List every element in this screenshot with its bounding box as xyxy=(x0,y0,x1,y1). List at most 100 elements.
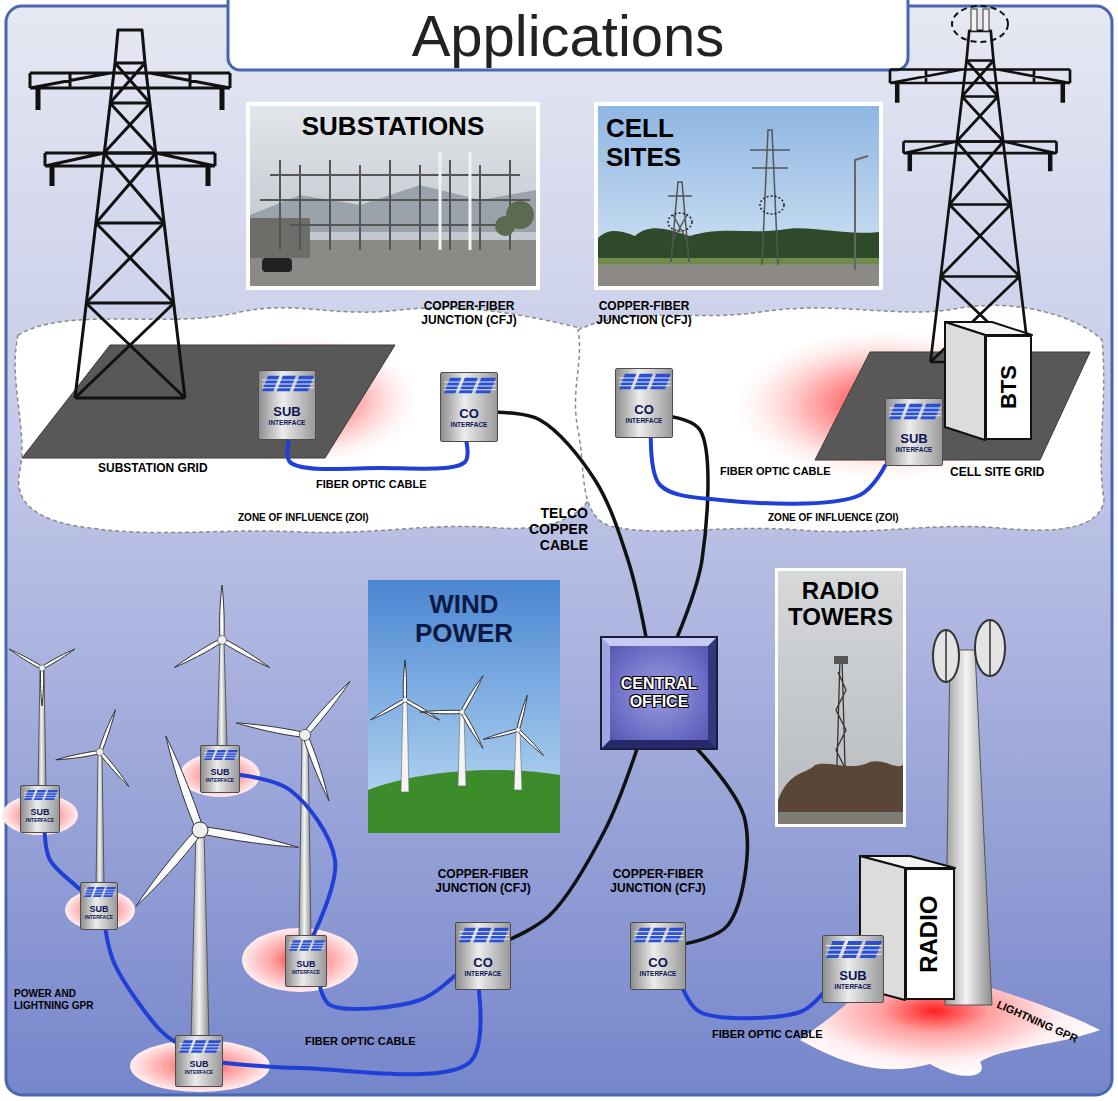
company-logo xyxy=(289,940,325,951)
unit-type: SUB xyxy=(839,969,866,983)
junction-label: COPPER-FIBER JUNCTION (CFJ) xyxy=(423,868,543,896)
interface-unit: SUBINTERFACE xyxy=(285,935,327,987)
equipment-cabinet: BTS xyxy=(985,335,1032,440)
wind-power-photo xyxy=(517,729,545,757)
company-logo xyxy=(826,941,882,958)
fiber-optic-cable xyxy=(106,930,175,1042)
unit-type: SUB xyxy=(273,405,300,419)
unit-subtitle: INTERFACE xyxy=(640,970,677,977)
fiber-optic-cable xyxy=(320,976,455,1009)
cell-site-photo xyxy=(750,130,790,265)
photo-caption: SUBSTATIONS xyxy=(302,112,484,141)
wind-turbine xyxy=(8,648,43,670)
photo-caption: WIND POWER xyxy=(389,590,539,647)
wind-turbine xyxy=(217,640,227,748)
interface-unit: SUBINTERFACE xyxy=(175,1035,223,1087)
unit-type: CO xyxy=(473,956,493,970)
cell-site-photo xyxy=(855,156,868,270)
wind-turbine xyxy=(191,830,209,1040)
wind-power-photo xyxy=(401,700,409,792)
equipment-cabinet-faces xyxy=(945,322,985,440)
unit-type: SUB xyxy=(296,960,315,970)
fiber-optic-cable xyxy=(223,990,481,1074)
wind-turbine xyxy=(96,748,103,755)
cell-site-photo xyxy=(668,182,692,262)
wind-turbine xyxy=(199,826,299,852)
photo-panel: CELL SITES xyxy=(594,102,883,290)
wind-turbine xyxy=(221,638,271,670)
unit-type: CO xyxy=(648,956,668,970)
interface-unit: SUBINTERFACE xyxy=(258,370,316,440)
wind-turbine xyxy=(299,729,310,740)
radio-tower-photo xyxy=(778,761,903,812)
telco-copper-cable xyxy=(686,748,747,944)
company-logo xyxy=(289,939,325,952)
unit-type: CO xyxy=(634,403,654,417)
interface-unit: COINTERFACE xyxy=(440,372,498,442)
unit-type: SUB xyxy=(189,1060,208,1070)
ground-potential-rise xyxy=(2,330,1100,1092)
junction-label: COPPER-FIBER JUNCTION (CFJ) xyxy=(598,868,718,896)
wind-power-photo xyxy=(370,699,406,722)
transmission-tower xyxy=(30,30,1070,398)
interface-unit: SUBINTERFACE xyxy=(885,398,943,466)
telco-copper-cable xyxy=(673,417,708,638)
cable-label: FIBER OPTIC CABLE xyxy=(712,1028,862,1041)
fiber-optic-cable xyxy=(240,775,335,935)
grid-label: SUBSTATION GRID xyxy=(98,462,268,476)
unit-subtitle: INTERFACE xyxy=(292,970,320,976)
unit-subtitle: INTERFACE xyxy=(185,1070,213,1076)
photo-panel: SUBSTATIONS xyxy=(246,102,540,290)
wind-turbine xyxy=(220,585,225,640)
substation-photo xyxy=(250,106,536,286)
fiber-optic-cable xyxy=(651,438,885,504)
company-logo xyxy=(204,750,238,760)
substation-photo xyxy=(440,152,470,250)
wind-power-photo xyxy=(458,712,466,786)
company-logo xyxy=(459,926,509,944)
unit-subtitle: INTERFACE xyxy=(626,417,663,424)
transmission-tower xyxy=(30,30,230,398)
interface-unit: COINTERFACE xyxy=(455,922,511,990)
company-logo xyxy=(634,928,684,943)
company-logo xyxy=(24,789,58,801)
photo-panel: RADIO TOWERS xyxy=(774,568,907,827)
cell-site-photo xyxy=(598,228,879,262)
substation-photo xyxy=(495,216,515,236)
substation-photo xyxy=(260,160,530,250)
company-logo xyxy=(179,1039,221,1054)
wind-power-photo xyxy=(514,730,522,790)
equipment-cabinet-faces xyxy=(945,322,1032,440)
radio-tower-photo xyxy=(778,812,903,824)
wind-power-photo xyxy=(368,580,560,833)
title-box xyxy=(228,0,908,70)
cell-site-photo xyxy=(668,213,692,231)
unit-subtitle: INTERFACE xyxy=(835,983,872,990)
cable-label: FIBER OPTIC CABLE xyxy=(316,478,466,491)
company-logo xyxy=(262,376,314,392)
wind-turbine xyxy=(302,734,331,802)
wind-turbine xyxy=(38,668,46,790)
interface-unit: SUBINTERFACE xyxy=(80,882,118,930)
gpr-label: POWER AND LIGHTNING GPR xyxy=(14,988,114,1011)
company-logo xyxy=(84,886,116,898)
unit-type: SUB xyxy=(30,808,49,818)
interface-unit: COINTERFACE xyxy=(615,368,673,438)
equipment-label: BTS xyxy=(996,366,1020,410)
wind-turbine xyxy=(96,752,104,886)
wind-turbine xyxy=(299,735,311,938)
company-logo xyxy=(889,404,941,420)
wind-power-photo xyxy=(420,675,485,750)
unit-subtitle: INTERFACE xyxy=(896,446,933,453)
wind-power-photo xyxy=(483,695,545,757)
interface-unit: COINTERFACE xyxy=(630,922,686,990)
substation-photo xyxy=(246,102,540,290)
company-logo xyxy=(262,374,314,393)
wind-turbine xyxy=(55,709,130,788)
radio-tower-photo xyxy=(775,568,906,827)
company-logo xyxy=(179,1040,221,1052)
wind-power-photo xyxy=(404,698,440,721)
cable-label: TELCO COPPER CABLE xyxy=(494,505,588,553)
wind-turbine xyxy=(41,648,76,670)
wind-turbine xyxy=(173,638,223,670)
